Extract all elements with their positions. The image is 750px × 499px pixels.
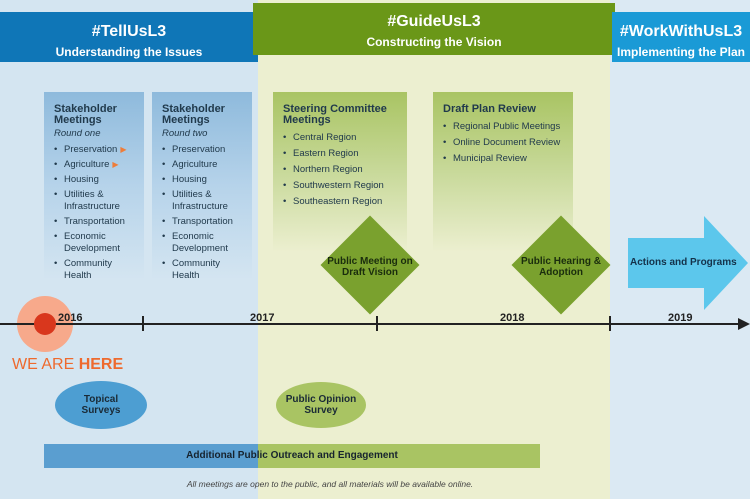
steering-committee-card: Steering Committee Meetings Central Regi… bbox=[273, 92, 407, 252]
list-item: Transportation bbox=[162, 216, 246, 228]
card-title: Steering Committee Meetings bbox=[283, 103, 387, 126]
phase-hashtag: #TellUsL3 bbox=[91, 23, 167, 40]
list-item: Transportation bbox=[54, 216, 138, 228]
list-item: Community Health bbox=[54, 258, 138, 282]
card-title: Stakeholder Meetings bbox=[162, 103, 225, 126]
timeline-axis bbox=[0, 323, 742, 325]
year-label: 2017 bbox=[250, 312, 275, 324]
phase-subtitle: Understanding the Issues bbox=[55, 45, 203, 59]
phase-subtitle: Implementing the Plan bbox=[616, 45, 745, 59]
outreach-bar-green bbox=[258, 444, 540, 468]
topic-list: Preservation Agriculture Housing Utiliti… bbox=[162, 144, 246, 282]
actions-label: Actions and Programs bbox=[630, 257, 737, 268]
list-item: Eastern Region bbox=[283, 148, 401, 160]
review-list: Regional Public Meetings Online Document… bbox=[443, 121, 567, 165]
list-item: Municipal Review bbox=[443, 153, 567, 165]
stakeholder-meetings-round-one-card: Stakeholder Meetings Round one Preservat… bbox=[44, 92, 144, 282]
card-title: Draft Plan Review bbox=[443, 103, 536, 115]
year-label: 2019 bbox=[668, 312, 693, 324]
guide-phase-header: #GuideUsL3 Constructing the Vision bbox=[253, 3, 615, 55]
card-note: Round one bbox=[54, 128, 101, 139]
list-item: Agriculture▶ bbox=[54, 159, 138, 171]
region-list: Central Region Eastern Region Northern R… bbox=[283, 132, 401, 208]
phase-hashtag: #WorkWithUsL3 bbox=[619, 23, 743, 40]
footnote: All meetings are open to the public, and… bbox=[186, 479, 474, 489]
we-are-here-label: WE ARE HERE bbox=[12, 356, 124, 373]
here-marker-dot bbox=[34, 313, 56, 335]
public-meeting-label: Public Meeting on Draft Vision bbox=[327, 256, 413, 278]
timeline-tick bbox=[142, 316, 144, 331]
year-label: 2018 bbox=[500, 312, 525, 324]
outreach-label: Additional Public Outreach and Engagemen… bbox=[186, 450, 398, 461]
timeline-tick bbox=[376, 316, 378, 331]
list-item: Housing bbox=[54, 174, 138, 186]
list-item: Southeastern Region bbox=[283, 196, 401, 208]
highlight-arrow-icon: ▶ bbox=[120, 145, 127, 154]
list-item: Central Region bbox=[283, 132, 401, 144]
list-item: Economic Development bbox=[54, 231, 138, 255]
list-item: Utilities & Infrastructure bbox=[54, 189, 138, 213]
list-item: Agriculture bbox=[162, 159, 246, 171]
list-item: Online Document Review bbox=[443, 137, 567, 149]
list-item: Southwestern Region bbox=[283, 180, 401, 192]
outreach-bar-blue bbox=[44, 444, 258, 468]
timeline-arrow-icon bbox=[738, 318, 750, 330]
topic-list: Preservation▶ Agriculture▶ Housing Utili… bbox=[54, 144, 138, 282]
timeline-tick bbox=[609, 316, 611, 331]
phase-hashtag: #GuideUsL3 bbox=[387, 13, 481, 30]
list-item: Regional Public Meetings bbox=[443, 121, 567, 133]
actions-arrow-icon bbox=[628, 216, 748, 310]
card-title: Stakeholder Meetings bbox=[54, 103, 117, 126]
year-label: 2016 bbox=[58, 312, 83, 324]
tell-phase-header: #TellUsL3 Understanding the Issues bbox=[0, 12, 258, 62]
survey-label: Public Opinion Survey bbox=[285, 394, 357, 416]
public-hearing-label: Public Hearing & Adoption bbox=[520, 256, 601, 278]
card-note: Round two bbox=[162, 128, 208, 139]
public-opinion-survey-ellipse: Public Opinion Survey bbox=[276, 382, 366, 428]
work-phase-header: #WorkWithUsL3 Implementing the Plan bbox=[612, 12, 750, 62]
survey-label: Topical Surveys bbox=[81, 394, 121, 416]
stakeholder-meetings-round-two-card: Stakeholder Meetings Round two Preservat… bbox=[152, 92, 252, 282]
list-item: Economic Development bbox=[162, 231, 246, 255]
list-item: Utilities & Infrastructure bbox=[162, 189, 246, 213]
topical-surveys-ellipse: Topical Surveys bbox=[55, 381, 147, 429]
list-item: Northern Region bbox=[283, 164, 401, 176]
phase-subtitle: Constructing the Vision bbox=[366, 35, 502, 49]
list-item: Housing bbox=[162, 174, 246, 186]
highlight-arrow-icon: ▶ bbox=[112, 160, 119, 169]
list-item: Preservation▶ bbox=[54, 144, 138, 156]
list-item: Preservation bbox=[162, 144, 246, 156]
list-item: Community Health bbox=[162, 258, 246, 282]
